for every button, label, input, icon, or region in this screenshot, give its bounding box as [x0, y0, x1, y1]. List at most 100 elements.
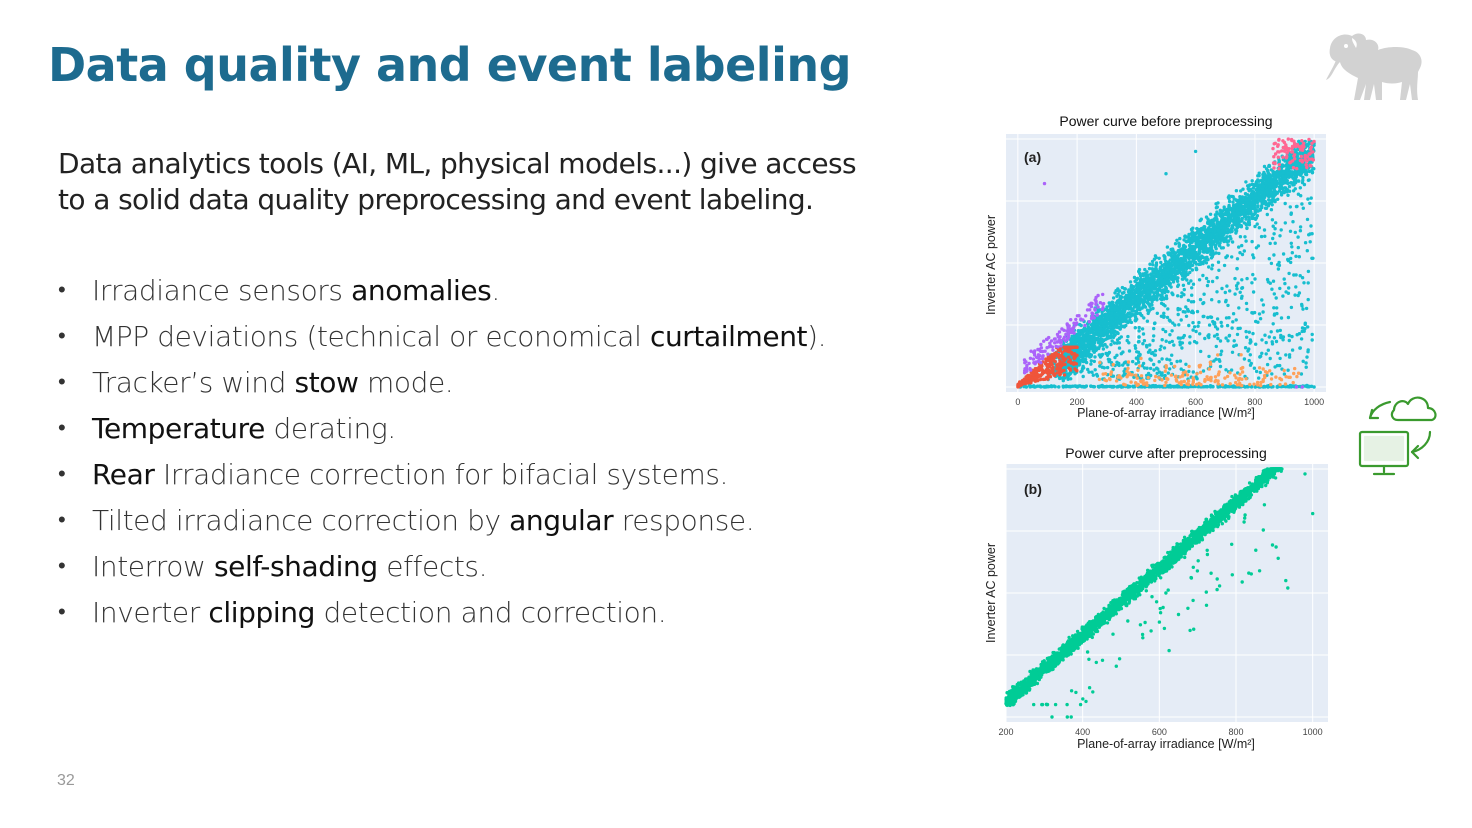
- scatter-point: [1068, 348, 1072, 352]
- scatter-point: [1052, 384, 1056, 388]
- scatter-point: [1214, 378, 1218, 383]
- scatter-point: [1272, 306, 1276, 310]
- scatter-point: [1036, 356, 1041, 360]
- scatter-point: [1248, 353, 1252, 357]
- scatter-point: [1066, 384, 1071, 389]
- scatter-point: [1032, 361, 1036, 365]
- scatter-point: [1131, 287, 1136, 292]
- scatter-point: [1128, 280, 1133, 284]
- scatter-point: [1259, 234, 1264, 239]
- scatter-point: [1115, 385, 1119, 389]
- scatter-point: [1168, 358, 1172, 362]
- scatter-point: [1173, 374, 1178, 379]
- scatter-point: [1257, 226, 1261, 230]
- scatter-point: [1308, 240, 1312, 244]
- scatter-point: [1218, 364, 1223, 369]
- scatter-point: [1290, 348, 1295, 352]
- scatter-point: [1223, 212, 1227, 216]
- scatter-point: [1031, 357, 1036, 361]
- scatter-point: [1268, 185, 1273, 189]
- scatter-point: [1220, 221, 1225, 226]
- scatter-point: [1176, 294, 1180, 298]
- scatter-point: [1160, 378, 1164, 382]
- scatter-point: [1305, 249, 1309, 253]
- scatter-point: [1273, 198, 1277, 202]
- scatter-point: [1096, 293, 1100, 298]
- scatter-point: [1260, 187, 1265, 191]
- scatter-point: [1297, 332, 1302, 336]
- scatter-point: [1262, 374, 1267, 378]
- scatter-point: [1091, 373, 1095, 377]
- scatter-point: [1092, 350, 1096, 354]
- scatter-point: [1149, 285, 1154, 290]
- scatter-point: [1201, 314, 1205, 319]
- scatter-point: [1197, 320, 1201, 325]
- scatter-point: [1202, 228, 1207, 232]
- scatter-point: [1289, 256, 1293, 261]
- scatter-point: [1188, 246, 1193, 251]
- scatter-point: [1206, 315, 1210, 320]
- scatter-point: [1066, 345, 1070, 349]
- scatter-point: [1085, 330, 1089, 334]
- scatter-point: [1271, 224, 1275, 228]
- scatter-point: [1106, 326, 1110, 330]
- scatter-point: [1228, 218, 1232, 223]
- scatter-point: [1286, 149, 1290, 153]
- scatter-point: [1214, 247, 1218, 251]
- scatter-point: [1224, 368, 1228, 372]
- scatter-point: [1136, 340, 1141, 344]
- scatter-point: [1216, 373, 1221, 377]
- scatter-point: [1132, 313, 1137, 317]
- scatter-point: [1086, 340, 1090, 344]
- scatter-point: [1248, 207, 1252, 211]
- scatter-point: [1065, 336, 1070, 340]
- scatter-point: [1072, 356, 1076, 361]
- scatter-point: [1058, 365, 1063, 369]
- scatter-point: [1152, 368, 1156, 372]
- scatter-point: [1053, 341, 1057, 345]
- scatter-point: [1244, 239, 1248, 243]
- scatter-point: [1176, 283, 1181, 287]
- scatter-point: [1159, 260, 1163, 265]
- scatter-point: [1300, 158, 1304, 162]
- scatter-point: [1181, 265, 1186, 269]
- scatter-point: [1179, 380, 1183, 384]
- scatter-point: [1148, 343, 1152, 347]
- scatter-point: [1191, 300, 1196, 304]
- scatter-point: [1113, 307, 1117, 312]
- scatter-point: [1101, 317, 1105, 322]
- scatter-point: [1187, 281, 1191, 285]
- scatter-point: [1285, 188, 1290, 192]
- scatter-point: [1039, 361, 1043, 365]
- scatter-point: [1312, 385, 1316, 389]
- scatter-point: [1199, 217, 1203, 221]
- bullet-keyword: angular: [509, 504, 614, 537]
- scatter-point: [1151, 267, 1156, 272]
- scatter-point: [1195, 267, 1199, 272]
- scatter-point: [1141, 291, 1146, 295]
- scatter-point: [1253, 196, 1257, 200]
- scatter-point: [1092, 337, 1097, 342]
- scatter-point: [1307, 137, 1311, 142]
- scatter-point: [1050, 345, 1055, 349]
- scatter-point: [1244, 196, 1248, 200]
- scatter-point: [1214, 206, 1219, 210]
- scatter-point: [1129, 314, 1133, 318]
- scatter-point: [1240, 243, 1244, 248]
- scatter-point: [1306, 197, 1310, 201]
- scatter-point: [1153, 353, 1157, 357]
- scatter-point: [1251, 186, 1255, 190]
- scatter-point: [1273, 161, 1277, 166]
- scatter-point: [1196, 241, 1201, 245]
- scatter-point: [1250, 179, 1254, 183]
- scatter-point: [1274, 375, 1278, 379]
- scatter-point: [1143, 267, 1147, 272]
- scatter-point: [1237, 245, 1241, 249]
- scatter-point: [1232, 197, 1236, 201]
- scatter-point: [1242, 357, 1247, 361]
- scatter-point: [1179, 318, 1183, 322]
- scatter-point: [1170, 329, 1174, 333]
- scatter-point: [1268, 281, 1272, 285]
- scatter-point: [1287, 184, 1292, 189]
- scatter-point: [1216, 353, 1220, 357]
